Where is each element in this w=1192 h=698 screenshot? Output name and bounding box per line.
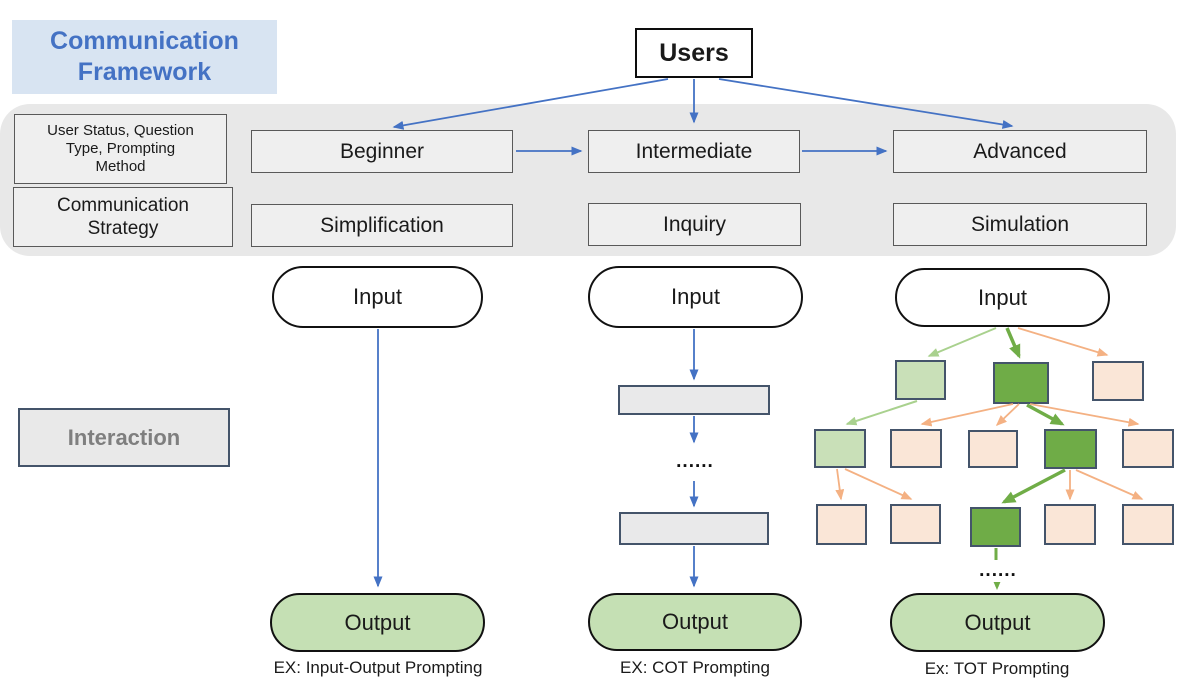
cot-input-node: Input xyxy=(588,266,803,328)
io-output-node: Output xyxy=(270,593,485,652)
cot-caption: EX: COT Prompting xyxy=(620,658,770,677)
band-row2-line1: Communication xyxy=(57,195,189,216)
strategy-node-simulation: Simulation xyxy=(893,203,1147,246)
tot-l3-box3-darkgreen xyxy=(970,507,1021,547)
band-row1-label: User Status, Question Type, Prompting Me… xyxy=(14,114,227,184)
level-node-beginner: Beginner xyxy=(251,130,513,173)
arrow-tot-l2box4-to-l3box3 xyxy=(1001,468,1066,504)
arrow-tot-input-to-l1-peach xyxy=(1017,327,1109,357)
framework-title-line2: Framework xyxy=(77,58,212,86)
cot-step-box-1 xyxy=(618,385,770,415)
tot-ellipsis: ...... xyxy=(967,560,1029,582)
cot-ellipsis: ...... xyxy=(664,450,726,474)
tot-l2-box1-lightgreen xyxy=(814,429,866,468)
interaction-label: Interaction xyxy=(18,408,230,467)
arrow-tot-l1lg-to-l2box1 xyxy=(845,400,918,426)
tot-l1-box-peach xyxy=(1092,361,1144,401)
strategy-node-inquiry: Inquiry xyxy=(588,203,801,246)
arrow-tot-l1dg-to-l2box5 xyxy=(1029,403,1140,427)
arrow-tot-input-to-l1-lightgreen xyxy=(927,327,997,357)
users-node: Users xyxy=(635,28,753,78)
tot-l2-box4-darkgreen xyxy=(1044,429,1097,469)
tot-l2-box3-peach xyxy=(968,430,1018,468)
tot-l3-box2-peach xyxy=(890,504,941,544)
tot-l3-box4-peach xyxy=(1044,504,1096,545)
band-row1-line2: Type, Prompting xyxy=(65,140,176,157)
arrow-tot-l1dg-to-l2box2 xyxy=(920,403,1014,427)
band-row2-line2: Strategy xyxy=(87,218,159,239)
strategy-node-simplification: Simplification xyxy=(251,204,513,247)
io-caption: EX: Input-Output Prompting xyxy=(273,658,483,677)
framework-title-line1: Communication xyxy=(50,27,239,55)
arrow-tot-l2box4-to-l3box5 xyxy=(1075,469,1144,500)
tot-caption: Ex: TOT Prompting xyxy=(924,659,1070,678)
tot-l1-box-lightgreen xyxy=(895,360,946,400)
framework-title: Communication Framework xyxy=(12,20,277,94)
cot-output-node: Output xyxy=(588,593,802,651)
arrow-tot-l2box1-to-l3box1 xyxy=(835,468,845,501)
io-input-node: Input xyxy=(272,266,483,328)
tot-l1-box-darkgreen xyxy=(993,362,1049,404)
arrow-tot-input-to-l1-darkgreen xyxy=(1005,327,1021,359)
arrow-tot-l1dg-to-l2box4 xyxy=(1026,403,1065,426)
tot-l3-box5-peach xyxy=(1122,504,1174,545)
arrow-tot-l1dg-to-l2box3 xyxy=(995,403,1020,427)
tot-l3-box1-peach xyxy=(816,504,867,545)
band-row1-line3: Method xyxy=(95,158,146,175)
tot-input-node: Input xyxy=(895,268,1110,327)
cot-step-box-2 xyxy=(619,512,769,545)
level-node-intermediate: Intermediate xyxy=(588,130,800,173)
tot-l2-box2-peach xyxy=(890,429,942,468)
tot-l2-box5-peach xyxy=(1122,429,1174,468)
level-node-advanced: Advanced xyxy=(893,130,1147,173)
arrow-tot-l2box1-to-l3box2 xyxy=(844,468,913,500)
tot-output-node: Output xyxy=(890,593,1105,652)
band-row1-line1: User Status, Question xyxy=(47,122,194,139)
band-row2-label: Communication Strategy xyxy=(13,187,233,247)
